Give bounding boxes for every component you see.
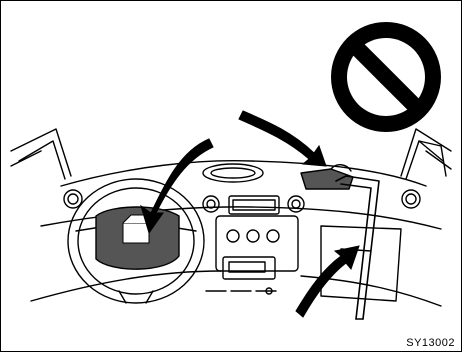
passenger-airbag-area [301,169,353,189]
climate-knob-3 [267,230,279,242]
right-side-vent [402,190,420,208]
arrow-to-passenger-airbag [239,111,326,166]
instrument-cluster [203,164,263,182]
climate-knob-2 [247,230,259,242]
right-pillar [401,129,451,179]
prohibition-sign-icon [331,22,441,132]
center-vent-right [288,196,304,212]
climate-knob-1 [227,230,239,242]
radio-unit [223,257,275,279]
center-vent-left [203,196,219,212]
center-display [229,196,279,214]
left-pillar [11,129,71,179]
figure-code: SY13002 [406,337,455,349]
airbag-label [123,223,149,243]
left-side-vent [64,190,82,208]
